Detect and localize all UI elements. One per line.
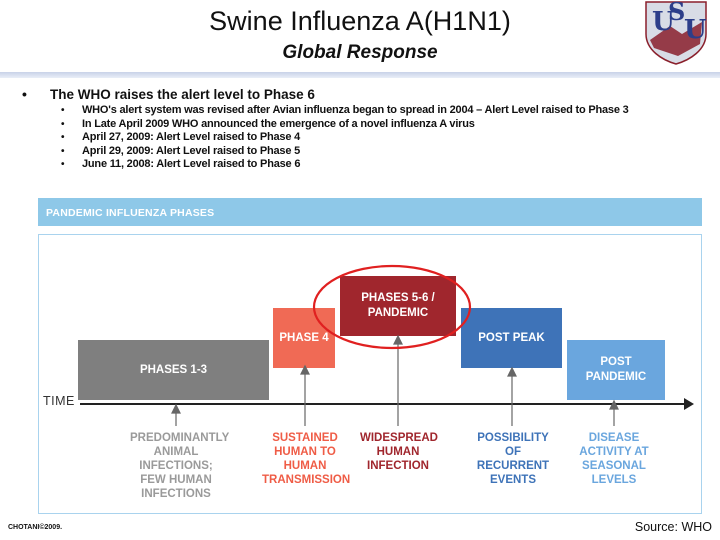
pandemic-highlight-ellipse	[312, 264, 472, 350]
usu-logo: U S U	[645, 0, 707, 65]
page-subtitle: Global Response	[282, 42, 438, 63]
sub-bullet: April 29, 2009: Alert Level raised to Ph…	[18, 145, 718, 159]
main-bullet: The WHO raises the alert level to Phase …	[18, 86, 718, 102]
phase-description: POSSIBILITY OF RECURRENT EVENTS	[476, 432, 550, 486]
phase-box-4: PHASE 4	[273, 308, 335, 368]
svg-text:U: U	[684, 15, 707, 45]
pointer-arrowhead	[300, 364, 310, 375]
time-axis-label: TIME	[43, 394, 75, 408]
phase-label: PHASE 4	[279, 331, 329, 344]
page-title: Swine Influenza A(H1N1)	[209, 6, 511, 36]
pointer-arrowhead	[609, 399, 619, 410]
pointer-arrowhead	[393, 334, 403, 345]
phase-label: POST PANDEMIC	[585, 356, 647, 383]
sub-bullet: June 11, 2008: Alert Level raised to Pha…	[18, 158, 718, 172]
phase-label: PHASES 1-3	[139, 363, 208, 376]
svg-text:S: S	[668, 0, 685, 26]
bullet-list: The WHO raises the alert level to Phase …	[18, 86, 718, 172]
svg-text:U: U	[652, 7, 675, 37]
banner-label: PANDEMIC INFLUENZA PHASES	[46, 207, 215, 219]
source-note: Source: WHO	[634, 520, 712, 534]
diagram-frame	[38, 234, 702, 514]
phase-box-1-3: PHASES 1-3	[78, 340, 269, 400]
phase-label: PHASES 5-6 / PANDEMIC	[361, 292, 435, 319]
diagram-banner: PANDEMIC INFLUENZA PHASES	[38, 198, 702, 226]
time-axis-arrowhead	[684, 398, 694, 410]
pointer-arrowhead	[171, 403, 181, 414]
pandemic-phases-diagram: PANDEMIC INFLUENZA PHASES	[38, 198, 702, 514]
phase-box-post-pandemic: POST PANDEMIC	[567, 340, 665, 400]
phase-description: WIDESPREAD HUMAN INFECTION	[360, 432, 438, 472]
sub-bullet: In Late April 2009 WHO announced the eme…	[18, 118, 718, 132]
phase-box-5-6: PHASES 5-6 / PANDEMIC	[340, 276, 456, 336]
sub-bullet: April 27, 2009: Alert Level raised to Ph…	[18, 131, 718, 145]
phase-description: PREDOMINANTLY ANIMAL INFECTIONS; FEW HUM…	[130, 432, 230, 500]
pointer-arrowhead	[507, 366, 517, 377]
copyright-note: CHOTANI©2009.	[8, 524, 63, 531]
phase-label: POST PEAK	[478, 331, 545, 344]
phase-box-post-peak: POST PEAK	[461, 308, 562, 368]
phase-description: SUSTAINED HUMAN TO HUMAN TRANSMISSION	[262, 432, 351, 486]
sub-bullet: WHO's alert system was revised after Avi…	[18, 104, 718, 118]
phase-description: DISEASE ACTIVITY AT SEASONAL LEVELS	[579, 432, 649, 486]
title-divider	[0, 72, 720, 78]
